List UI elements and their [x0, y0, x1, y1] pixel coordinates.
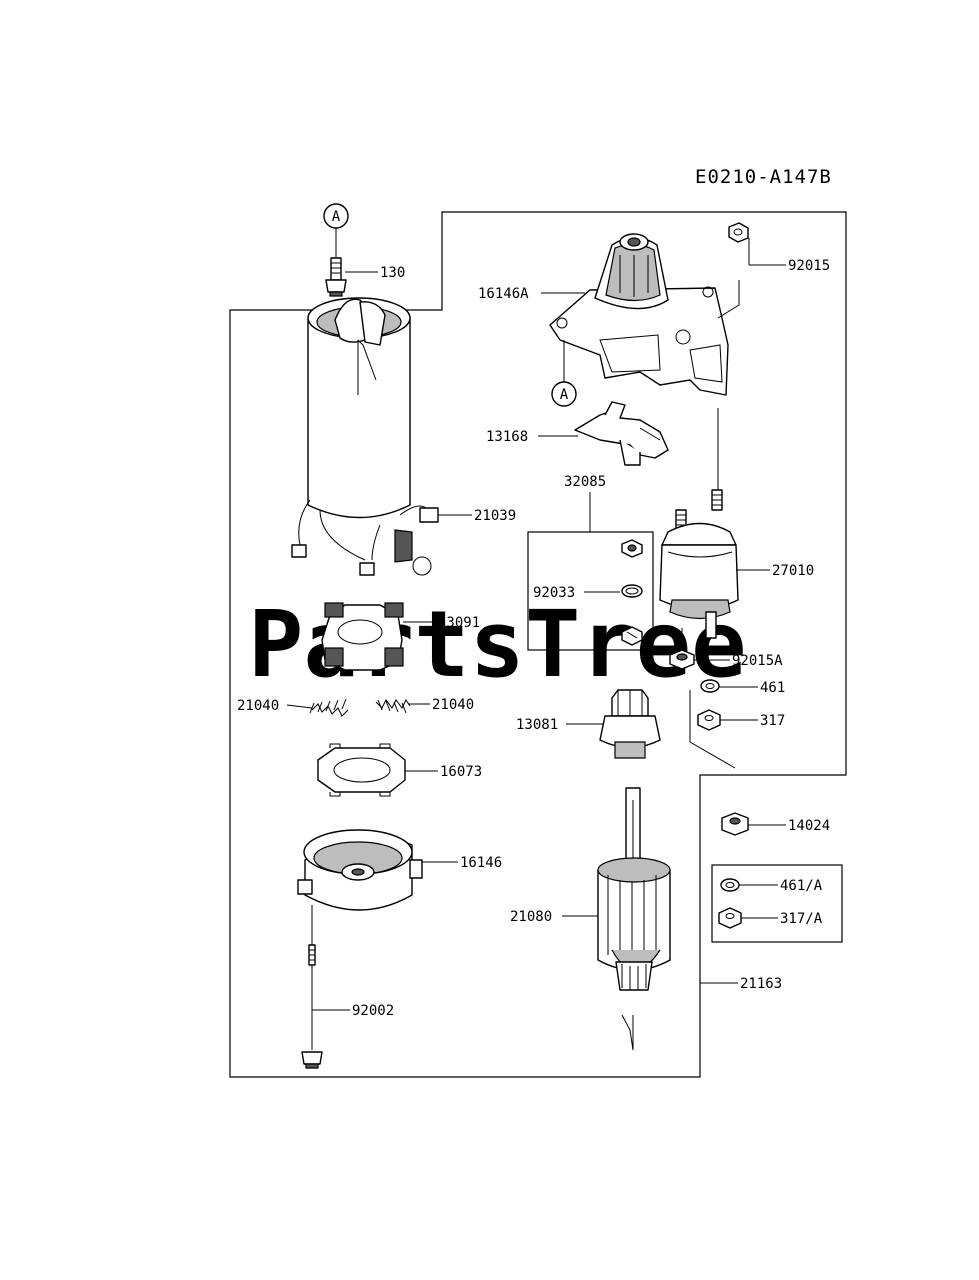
- nut-14024[interactable]: [721, 812, 749, 836]
- label-461a: 461/A: [780, 878, 823, 894]
- spring-21040-right[interactable]: [375, 699, 411, 714]
- label-21040-right: 21040: [432, 697, 474, 713]
- label-461: 461: [760, 680, 785, 696]
- diagram-code: E0210-A147B: [695, 166, 832, 188]
- label-317: 317: [760, 713, 785, 729]
- label-16146: 16146: [460, 855, 502, 871]
- label-27010: 27010: [772, 563, 814, 579]
- plate-16073[interactable]: [317, 743, 406, 797]
- solenoid-27010[interactable]: [659, 489, 739, 639]
- nut-317[interactable]: [697, 709, 721, 731]
- through-bolt-92002[interactable]: [301, 905, 323, 1069]
- label-16073: 16073: [440, 764, 482, 780]
- label-92002: 92002: [352, 1003, 394, 1019]
- label-32085: 32085: [564, 474, 606, 490]
- label-92015: 92015: [788, 258, 830, 274]
- nut-317a[interactable]: [718, 907, 742, 929]
- label-13168: 13168: [486, 429, 528, 445]
- rear-cover-16146[interactable]: [297, 829, 423, 911]
- bolt-130[interactable]: A: [323, 203, 349, 297]
- washer-461[interactable]: [700, 679, 720, 693]
- ref-marker-a-circle: [551, 381, 577, 407]
- pinion-13081[interactable]: [599, 689, 661, 759]
- label-21163: 21163: [740, 976, 782, 992]
- label-92015a: 92015A: [732, 653, 783, 669]
- label-21040-left: 21040: [237, 698, 279, 714]
- washer-461a[interactable]: [720, 878, 740, 892]
- armature-21080[interactable]: [597, 787, 671, 991]
- label-14024: 14024: [788, 818, 830, 834]
- kit-32085-box: [527, 531, 654, 651]
- label-21080: 21080: [510, 909, 552, 925]
- ref-marker-a-top: A: [332, 209, 341, 225]
- ref-marker-a-housing: A: [560, 387, 569, 403]
- label-16146a: 16146A: [478, 286, 529, 302]
- label-317a: 317/A: [780, 911, 823, 927]
- kit-32085-parts[interactable]: [621, 539, 643, 646]
- assembly-frame: [229, 211, 847, 1078]
- label-13091: 13091: [438, 615, 480, 631]
- nut-92015[interactable]: [728, 222, 749, 243]
- label-130: 130: [380, 265, 405, 281]
- kit-a-box: [711, 864, 843, 943]
- yoke-21039[interactable]: [291, 297, 439, 576]
- brush-holder-13091[interactable]: [321, 602, 404, 671]
- lever-13168[interactable]: [574, 401, 669, 466]
- label-13081: 13081: [516, 717, 558, 733]
- front-housing-16146a[interactable]: [549, 233, 729, 396]
- label-21039: 21039: [474, 508, 516, 524]
- spring-21040-left[interactable]: [309, 698, 349, 717]
- nut-92015a[interactable]: [669, 649, 695, 670]
- label-92033: 92033: [533, 585, 575, 601]
